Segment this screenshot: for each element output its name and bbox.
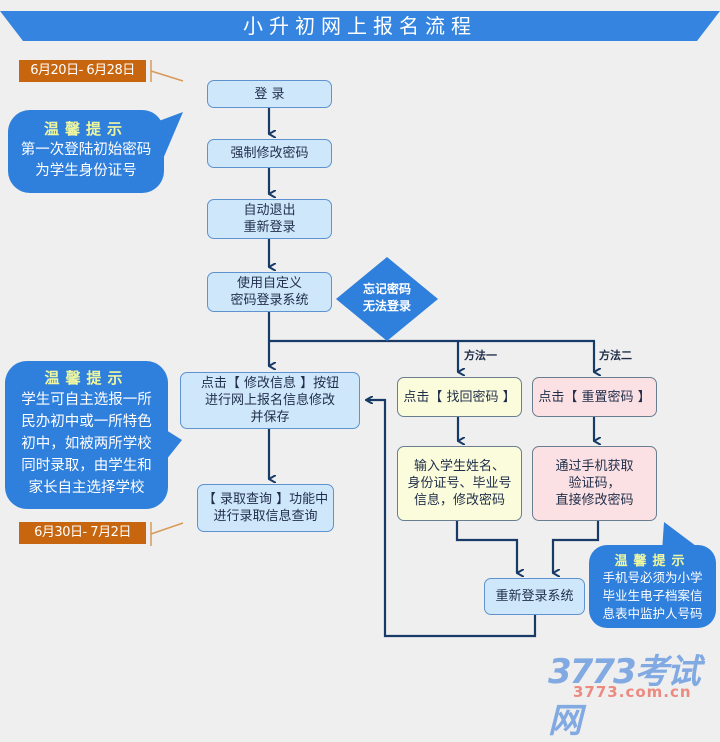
tip2-body: 学生可自主选报一所 民办初中或一所特色 初中，如被两所学校 同时录取，由学生和 … — [21, 392, 152, 496]
method2-sms-verify: 通过手机获取 验证码， 直接修改密码 — [532, 446, 657, 521]
decision-diamond — [336, 257, 438, 341]
title-banner: 小升初网上报名流程 — [0, 11, 720, 41]
page-title: 小升初网上报名流程 — [243, 14, 477, 38]
decision-text: 忘记密码 无法登录 — [362, 282, 411, 313]
method1-label: 方法一 — [464, 349, 497, 362]
tip-bubble-1: 温馨提示 第一次登陆初始密码 为学生身份证号 — [8, 110, 164, 193]
tip-bubble-3: 温馨提示 手机号必须为小学 毕业生电子档案信 息表中监护人号码 — [589, 545, 716, 628]
step-force-change-password: 强制修改密码 — [207, 139, 332, 168]
method2-reset-password: 点击【 重置密码 】 — [532, 377, 657, 417]
arrow-method1-to-relogin — [455, 521, 517, 573]
tip1-body: 第一次登陆初始密码 为学生身份证号 — [20, 142, 152, 179]
tip3-body: 手机号必须为小学 毕业生电子档案信 息表中监护人号码 — [602, 570, 703, 621]
step-custom-password-login: 使用自定义 密码登录系统 — [207, 272, 332, 312]
method1-retrieve-password: 点击【 找回密码 】 — [397, 377, 522, 417]
step-auto-logout: 自动退出 重新登录 — [207, 199, 332, 239]
method2-label: 方法二 — [599, 349, 632, 362]
tip-bubble-2: 温馨提示 学生可自主选报一所 民办初中或一所特色 初中，如被两所学校 同时录取，… — [5, 361, 168, 509]
step-relogin: 重新登录系统 — [484, 578, 585, 615]
method1-enter-info: 输入学生姓名、 身份证号、毕业号 信息，修改密码 — [397, 446, 522, 521]
flow-connectors — [150, 60, 720, 638]
tip3-title: 温馨提示 — [614, 554, 691, 569]
tip1-title: 温馨提示 — [43, 120, 128, 138]
tip2-title: 温馨提示 — [44, 369, 129, 387]
step-modify-info: 点击【 修改信息 】按钮 进行网上报名信息修改 并保存 — [180, 372, 360, 429]
arrow-method2-to-relogin — [551, 521, 600, 573]
step-login: 登 录 — [207, 80, 332, 108]
arrow-relogin-to-modify — [366, 400, 537, 638]
title-banner-shape — [0, 11, 720, 41]
date-tag-phase2: 6月30日- 7月2日 — [19, 522, 146, 544]
tip3-tail — [662, 522, 704, 552]
step-admission-query: 【 录取查询 】功能中 进行录取信息查询 — [197, 484, 334, 532]
watermark-url: 3773.com.cn — [573, 683, 692, 701]
date-tag-phase1: 6月20日- 6月28日 — [19, 60, 146, 82]
